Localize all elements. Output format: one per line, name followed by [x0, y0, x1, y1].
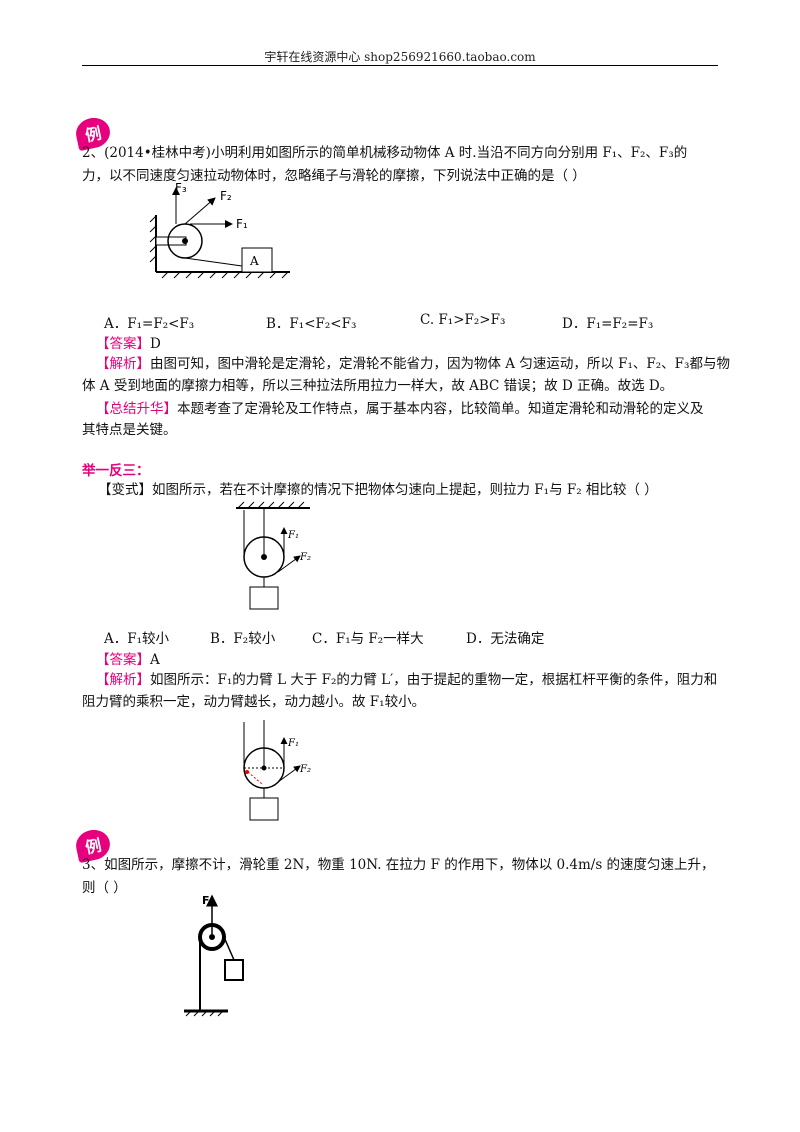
- q2-analysis-text1: 由图可知，图中滑轮是定滑轮，定滑轮不能省力，因为物体 A 匀速运动，所以 F₁、…: [150, 356, 730, 372]
- variant-option-a: A．F₁较小: [104, 631, 170, 647]
- q2-block-label: A: [249, 254, 259, 268]
- q3-stem-line1: 3、如图所示，摩擦不计，滑轮重 2N，物重 10N. 在拉力 F 的作用下，物体…: [82, 857, 715, 873]
- variant-analysis-tag: 【解析】: [96, 672, 150, 688]
- variant-analysis-figure: F₁ F₂: [243, 720, 311, 821]
- variant-option-c: C．F₁与 F₂一样大: [312, 631, 424, 647]
- variant-analysis-line2: 阻力臂的乘积一定，动力臂越长，动力越小。故 F₁较小。: [82, 694, 426, 710]
- q3-figure: F: [184, 894, 244, 1017]
- variant-analysis-f1-label: F₁: [287, 738, 299, 749]
- q2-option-c: C. F₁>F₂>F₃: [420, 312, 506, 328]
- variant-f2-label: F₂: [299, 552, 311, 563]
- q2-stem-line1: 2、(2014•桂林中考)小明利用如图所示的简单机械移动物体 A 时.当沿不同方…: [82, 145, 688, 161]
- q2-summary-line1: 【总结升华】本题考查了定滑轮及工作特点，属于基本内容，比较简单。知道定滑轮和动滑…: [96, 397, 736, 417]
- q2-analysis-tag: 【解析】: [96, 356, 150, 372]
- variant-answer-value: A: [150, 652, 160, 668]
- q2-analysis-line1: 【解析】由图可知，图中滑轮是定滑轮，定滑轮不能省力，因为物体 A 匀速运动，所以…: [96, 352, 736, 372]
- variant-analysis-f2-label: F₂: [299, 764, 311, 775]
- page-header: 宇轩在线资源中心 shop256921660.taobao.com: [264, 50, 536, 64]
- q2-summary-line2: 其特点是关键。: [82, 422, 177, 438]
- variant-analysis-line1: 【解析】如图所示：F₁的力臂 L 大于 F₂的力臂 L′，由于提起的重物一定，根…: [96, 668, 736, 688]
- q2-option-d: D．F₁=F₂=F₃: [562, 316, 654, 332]
- variant-heading: 举一反三：: [82, 463, 150, 479]
- q2-summary-text1: 本题考查了定滑轮及工作特点，属于基本内容，比较简单。知道定滑轮和动滑轮的定义及: [177, 401, 704, 417]
- q2-option-b: B．F₁<F₂<F₃: [266, 316, 357, 332]
- q2-answer-tag: 【答案】: [96, 336, 150, 352]
- variant-f1-label: F₁: [287, 530, 299, 541]
- variant-answer: 【答案】A: [96, 648, 736, 668]
- q2-analysis-line2: 体 A 受到地面的摩擦力相等，所以三种拉法所用拉力一样大，故 ABC 错误；故 …: [82, 378, 674, 394]
- q2-figure: A F₃ F₂ F₁: [149, 181, 290, 279]
- q2-f1-label: F₁: [236, 217, 248, 231]
- variant-stem: 【变式】如图所示，若在不计摩擦的情况下把物体匀速向上提起，则拉力 F₁与 F₂ …: [98, 482, 658, 498]
- q2-f3-label: F₃: [175, 181, 187, 195]
- q2-answer: 【答案】D: [96, 332, 736, 352]
- q2-f2-label: F₂: [220, 189, 232, 203]
- q2-option-a: A．F₁=F₂<F₃: [104, 316, 195, 332]
- variant-option-d: D．无法确定: [466, 631, 545, 647]
- q2-answer-value: D: [150, 336, 161, 352]
- q3-f-label: F: [202, 894, 210, 907]
- variant-option-b: B．F₂较小: [210, 631, 276, 647]
- variant-answer-tag: 【答案】: [96, 652, 150, 668]
- variant-analysis-text1: 如图所示：F₁的力臂 L 大于 F₂的力臂 L′，由于提起的重物一定，根据杠杆平…: [150, 672, 718, 688]
- variant-figure: F₁ F₂: [236, 501, 311, 610]
- q2-stem-line2: 力，以不同速度匀速拉动物体时，忽略绳子与滑轮的摩擦，下列说法中正确的是（ ）: [82, 168, 586, 184]
- q3-stem-line2: 则（ ）: [82, 880, 127, 896]
- q2-summary-tag: 【总结升华】: [96, 401, 177, 417]
- header-rule: [82, 65, 718, 66]
